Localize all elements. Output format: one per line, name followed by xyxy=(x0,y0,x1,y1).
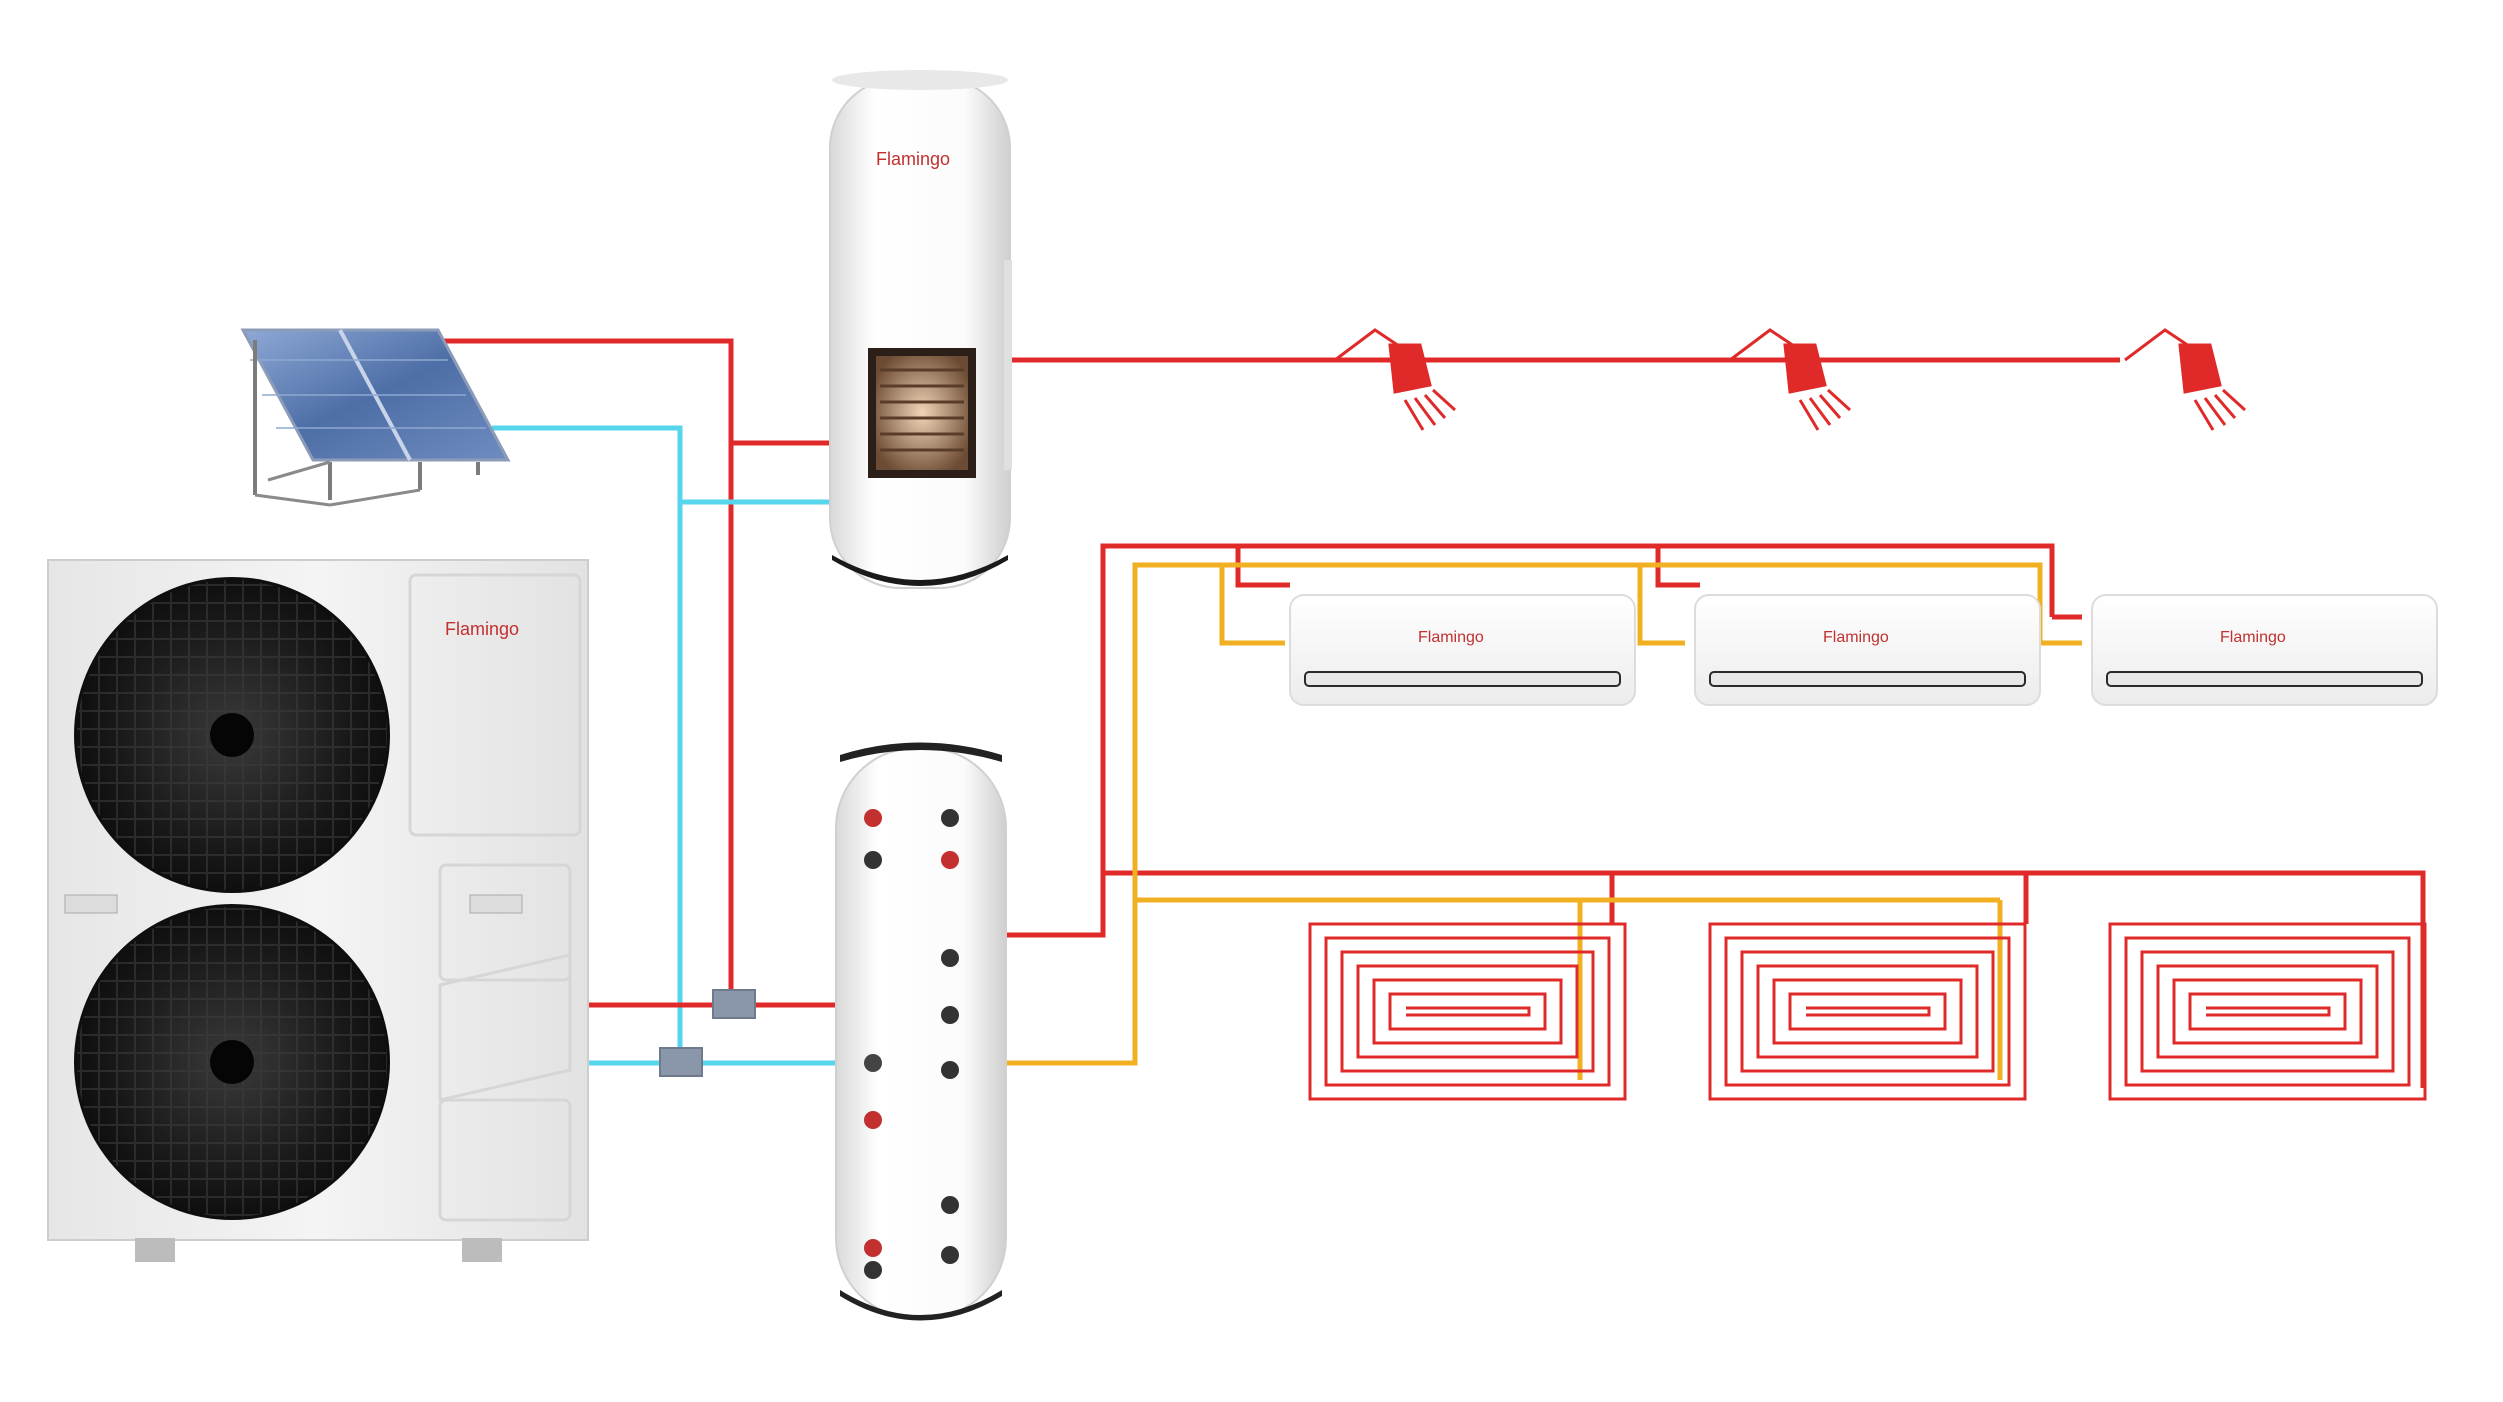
buffer-tank xyxy=(835,742,1007,1321)
brand-logo-fan-coil-1: Flamingo xyxy=(1418,629,1484,646)
pipe-tee-icon xyxy=(659,1047,703,1077)
shower-head-icon xyxy=(1334,328,1457,431)
tank-ports xyxy=(864,809,959,1279)
dhw-tank: Flamingo xyxy=(829,70,1012,589)
pipe-tees xyxy=(659,989,756,1077)
fan-coil-3: Flamingo xyxy=(2091,594,2438,706)
floor-loops xyxy=(1308,922,2427,1101)
fan-coil-1: Flamingo xyxy=(1289,594,1636,706)
fan-lower xyxy=(74,904,390,1220)
solar-hot-pipe xyxy=(428,338,832,1000)
pipe-network xyxy=(428,338,2426,1088)
pipe-tee-icon xyxy=(712,989,756,1019)
showers xyxy=(1334,328,2247,431)
brand-logo-fan-coil-2: Flamingo xyxy=(1823,629,1889,646)
shower-head-icon xyxy=(2124,328,2247,431)
solar-collector xyxy=(240,328,511,507)
solar-cold-pipe xyxy=(492,425,832,1060)
brand-logo-dhw: Flamingo xyxy=(876,149,950,169)
shower-head-icon xyxy=(1729,328,1852,431)
brand-logo-fan-coil-3: Flamingo xyxy=(2220,629,2286,646)
supply-pipe xyxy=(1002,543,2426,1088)
underfloor-heating-loop-icon xyxy=(1708,922,2027,1101)
fan-upper xyxy=(74,577,390,893)
underfloor-heating-loop-icon xyxy=(2108,922,2427,1101)
heat-pump-unit: Flamingo xyxy=(47,559,589,1262)
underfloor-heating-loop-icon xyxy=(1308,922,1627,1101)
fan-coil-2: Flamingo xyxy=(1694,594,2041,706)
brand-logo-heat-pump: Flamingo xyxy=(445,619,519,639)
